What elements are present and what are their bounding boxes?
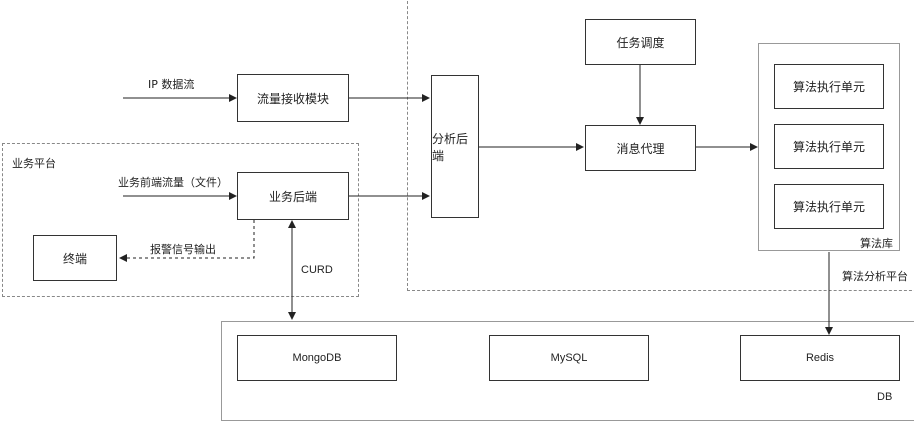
mongodb-node: MongoDB	[237, 335, 397, 381]
algo-unit-node: 算法执行单元	[774, 124, 884, 169]
frontend-traffic-label: 业务前端流量（文件）	[118, 176, 228, 189]
task-scheduler-node: 任务调度	[585, 19, 696, 65]
message-broker-node: 消息代理	[585, 125, 696, 171]
algo-lib-label: 算法库	[860, 237, 893, 250]
node-label: Redis	[805, 352, 835, 364]
traffic-receiver-node: 流量接收模块	[237, 74, 349, 122]
node-label: 终端	[62, 251, 87, 266]
algo-lib-frame	[758, 43, 900, 251]
terminal-node: 终端	[33, 235, 117, 281]
node-label: MongoDB	[292, 352, 342, 364]
algo-unit-node: 算法执行单元	[774, 184, 884, 229]
business-platform-frame	[2, 143, 359, 297]
alarm-output-label: 报警信号输出	[150, 243, 216, 256]
algo-unit-node: 算法执行单元	[774, 64, 884, 109]
curd-label: CURD	[301, 264, 333, 276]
node-label: 消息代理	[616, 141, 665, 156]
algo-platform-frame	[407, 0, 914, 291]
redis-node: Redis	[740, 335, 900, 381]
node-label: 算法执行单元	[792, 140, 865, 154]
algo-platform-label: 算法分析平台	[842, 270, 908, 283]
node-label: 分析后端	[432, 131, 469, 163]
db-label: DB	[877, 391, 893, 403]
node-label: MySQL	[550, 352, 588, 364]
ip-stream-label: IP 数据流	[148, 78, 195, 91]
mysql-node: MySQL	[489, 335, 649, 381]
business-platform-label: 业务平台	[12, 157, 56, 170]
node-label: 算法执行单元	[792, 80, 865, 94]
node-label: 流量接收模块	[256, 91, 329, 106]
business-backend-node: 业务后端	[237, 172, 349, 220]
node-label: 业务后端	[268, 189, 317, 204]
analysis-backend-node: 分析后端	[431, 75, 479, 218]
node-label: 算法执行单元	[792, 200, 865, 214]
node-label: 任务调度	[616, 35, 665, 50]
